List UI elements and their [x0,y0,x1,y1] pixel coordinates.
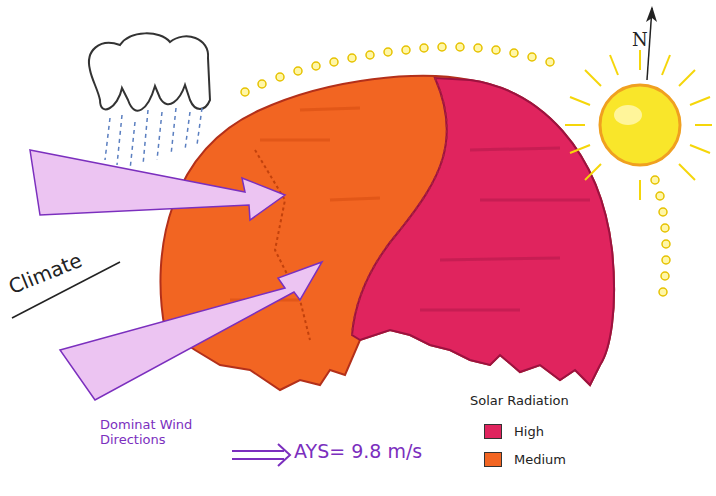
legend-row: High [484,424,544,439]
double-arrow [232,444,290,466]
site-high-zone [352,78,614,385]
legend-text: High [514,424,544,439]
sun-path [241,43,670,296]
north-label: N [632,30,648,51]
hatching [420,148,590,310]
contour [255,150,310,340]
wind-speed: AYS= 9.8 m/s [294,441,422,463]
legend-text: Medium [514,452,566,467]
site-medium-zone [160,76,614,390]
legend-row: Medium [484,452,566,467]
zone-boundary [352,78,447,335]
wind-note: Dominat Wind Directions [100,418,225,448]
wind-arrow [30,150,322,400]
sun [565,50,712,200]
legend-swatch [484,424,502,439]
legend-swatch [484,452,502,467]
cloud [89,33,210,110]
legend-heading: Solar Radiation [470,394,569,409]
rain [105,108,202,170]
diagram-heading: Climate [5,249,85,299]
